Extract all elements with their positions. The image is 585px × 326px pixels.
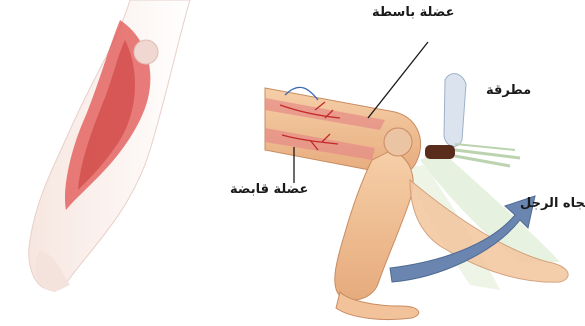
label-reflex-hammer: مطرقة <box>486 84 531 97</box>
calf-leg-illustration <box>29 0 190 292</box>
label-leg-direction: اتجاه الرجل <box>520 197 585 210</box>
label-flexor-muscle: عضلة قابضة <box>230 183 308 196</box>
label-extensor-muscle: عضلة باسطة <box>372 6 455 19</box>
